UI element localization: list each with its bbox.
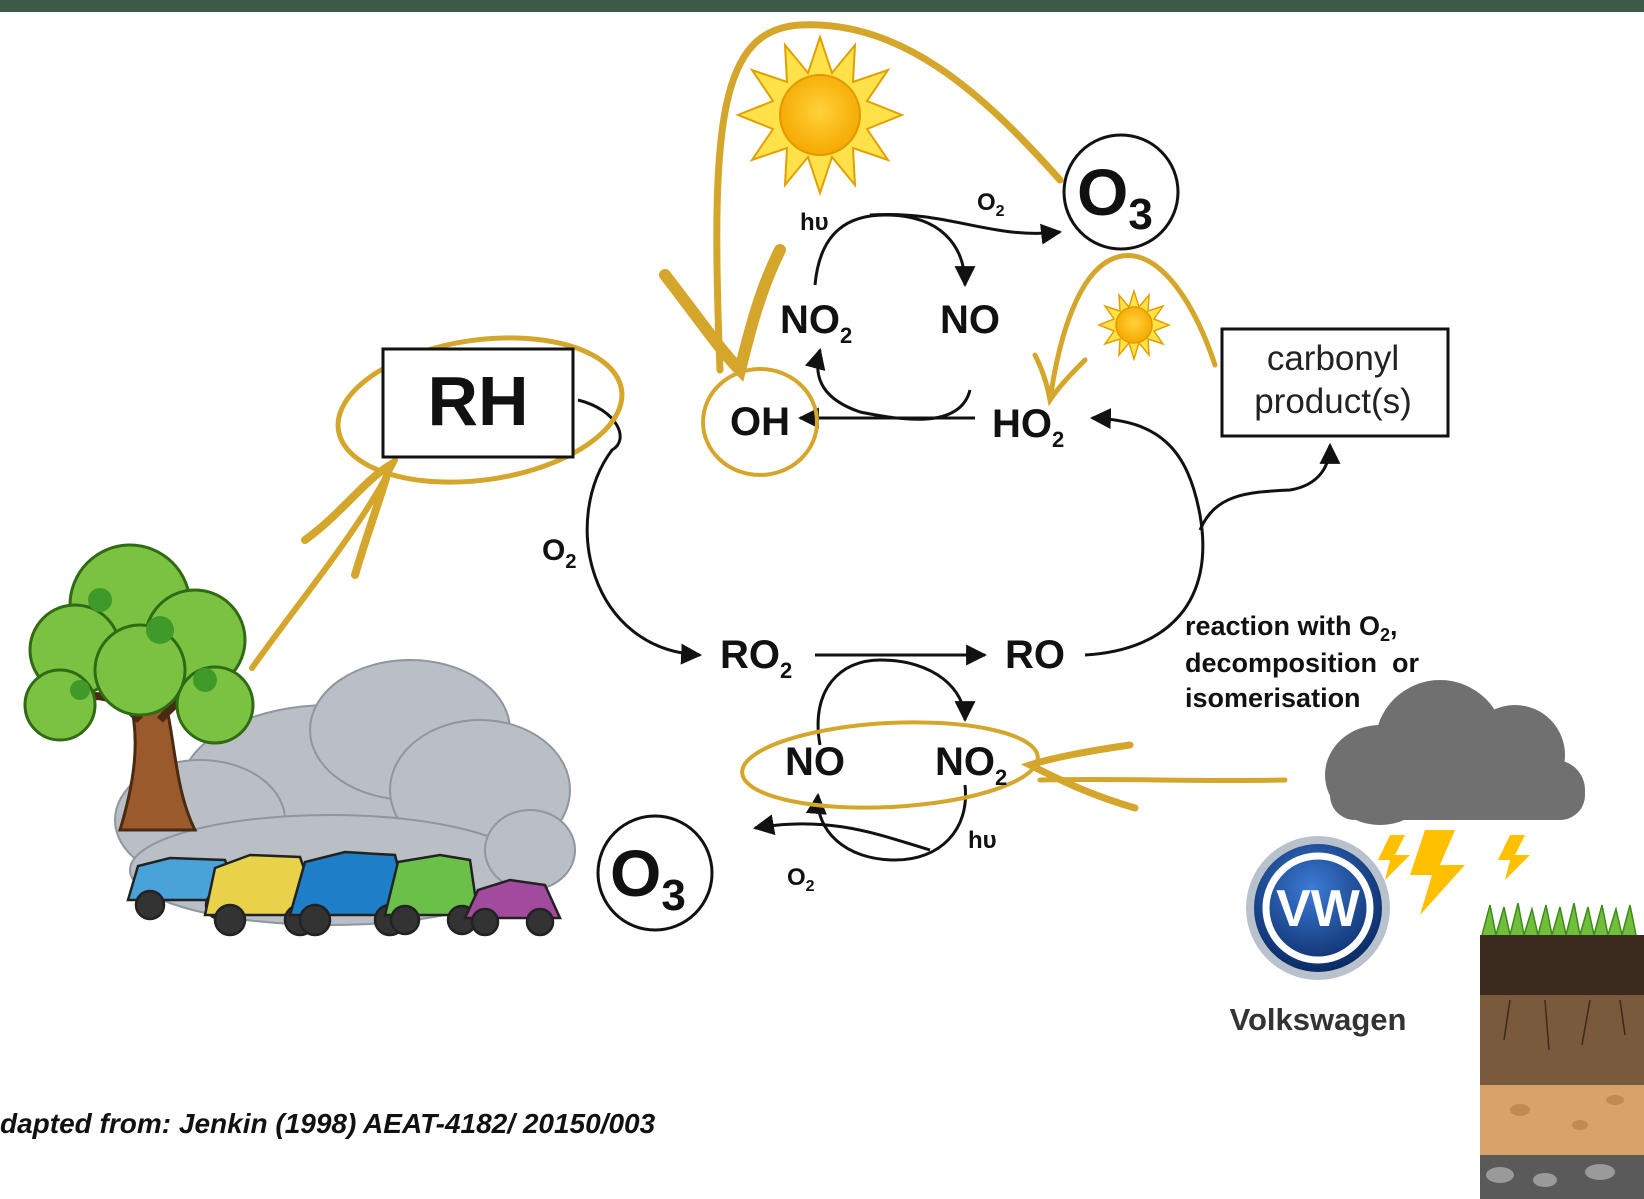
vw-logo-mark: VW (1276, 880, 1361, 938)
arrow-ro-to-ho2 (1084, 408, 1205, 657)
arrow-to-carbonyl (1198, 442, 1341, 531)
o2-top-label: O2 (977, 189, 1005, 220)
gold-ring-oh (701, 367, 819, 477)
o2-bottom-label: O2 (787, 864, 815, 895)
gold-highlights (249, 21, 1288, 812)
carbonyl-box (1220, 327, 1450, 438)
reaction-line3: isomerisation (1185, 683, 1361, 713)
gold-arrowhead-no2 (1020, 741, 1139, 812)
hv-top-label: hυ (800, 209, 829, 236)
vw-logo: VW (1246, 836, 1390, 980)
gold-v-mark (659, 244, 786, 382)
o3-top-label: O3 (1077, 155, 1153, 239)
gold-arc-top (713, 21, 1064, 374)
ro2-label: RO2 (720, 633, 792, 683)
rh-box (381, 347, 575, 459)
o3-bottom-circle (596, 814, 714, 932)
carbonyl-line2: product(s) (1254, 382, 1412, 421)
no2-top-label: NO2 (780, 298, 852, 348)
o3-bottom-label: O3 (610, 836, 686, 920)
gold-arrowhead-small (1032, 352, 1088, 407)
vw-logo-text: Volkswagen (1230, 1002, 1407, 1037)
no-bottom-label: NO (785, 740, 845, 784)
reaction-arrows (577, 212, 1341, 862)
cycle-top-right (813, 213, 976, 288)
arrow-no2-to-o3-bottom (752, 814, 931, 852)
cycle-top-left (804, 347, 972, 421)
lightning-icon (1378, 830, 1530, 915)
cycle-bottom-top (816, 658, 976, 746)
rh-label: RH (427, 362, 528, 440)
storm-cloud-icon (1325, 680, 1585, 825)
top-bar (0, 0, 1644, 12)
gold-arrowhead-rh (301, 456, 397, 579)
ro-label: RO (1005, 633, 1065, 677)
soil-icon (1480, 902, 1644, 1199)
no-top-label: NO (940, 298, 1000, 342)
o3-top-circle (1062, 133, 1180, 251)
reaction-line1: reaction with O2, (1185, 611, 1398, 645)
sun-icon-small (1096, 288, 1172, 362)
gold-ring-rh (335, 335, 625, 485)
tree-icon (23, 543, 255, 832)
arrow-no2-to-o3-top (869, 212, 1063, 245)
hv-bottom-label: hυ (968, 827, 997, 854)
ho2-label: HO2 (992, 402, 1064, 452)
o2-left-label: O2 (542, 534, 576, 573)
carbonyl-line1: carbonyl (1267, 339, 1399, 378)
no2-bottom-label: NO2 (935, 740, 1007, 790)
gold-arc-small (1047, 253, 1218, 403)
gold-line-tree-rh (249, 457, 398, 671)
cars-icon (126, 850, 562, 937)
source-caption: dapted from: Jenkin (1998) AEAT-4182/ 20… (0, 1108, 656, 1139)
gold-line-cloud (1037, 776, 1288, 784)
gold-ring-no (740, 720, 1040, 810)
sun-icon (735, 33, 905, 197)
oh-label: OH (730, 400, 790, 444)
cycle-bottom-bottom (805, 784, 968, 862)
reaction-line2: decomposition or (1185, 648, 1420, 678)
